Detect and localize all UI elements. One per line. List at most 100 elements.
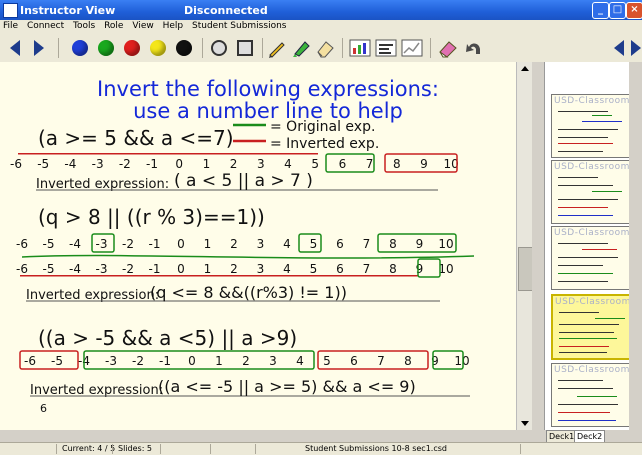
number-line-label: 10 [438, 237, 453, 251]
slide-thumbnail-2[interactable]: USD-Classroom [551, 160, 632, 224]
problem1-inverted-label: Inverted expression: [36, 177, 169, 192]
arrow-left-icon [10, 39, 20, 56]
pen-color-yellow[interactable] [148, 37, 168, 58]
number-line-label: 1 [215, 354, 223, 368]
highlighter-tool-button[interactable] [290, 37, 312, 58]
slide-graph-icon [401, 39, 423, 56]
number-line-label: 7 [363, 237, 371, 251]
menu-help[interactable]: Help [162, 21, 184, 31]
number-line-label: 0 [177, 262, 185, 276]
pen-color-green[interactable] [96, 37, 116, 58]
pen-width-thick-button[interactable] [234, 37, 256, 58]
number-line-label: 8 [389, 237, 397, 251]
text-slide-button[interactable] [374, 37, 398, 58]
status-bar: Current: 4 / 5 Slides: 5 Student Submiss… [0, 442, 642, 455]
number-line-label: 4 [296, 354, 304, 368]
pen-color-red[interactable] [122, 37, 142, 58]
problem3-red-box-b [317, 350, 429, 370]
problem1-green-box [325, 153, 375, 173]
number-line-label: 5 [311, 157, 319, 171]
slide-text-icon [375, 39, 397, 56]
pen-color-black[interactable] [174, 37, 194, 58]
number-line-label: 3 [269, 354, 277, 368]
pencil-icon [269, 41, 285, 58]
menu-file[interactable]: File [3, 21, 19, 31]
square-icon [237, 39, 253, 56]
window-title: Instructor View [20, 4, 116, 17]
thumbnail-logo: USD-Classroom [554, 365, 630, 375]
pen-color-blue[interactable] [70, 37, 90, 58]
slide-thumbnail-1[interactable]: USD-Classroom [551, 94, 632, 158]
prev-slide-button[interactable] [6, 37, 24, 58]
number-line-label: -6 [16, 262, 28, 276]
undo-button[interactable] [462, 37, 484, 58]
slide-canvas[interactable]: Invert the following expressions: use a … [0, 62, 516, 430]
erase-all-button[interactable] [436, 37, 460, 58]
slide-heading-line2: use a number line to help [133, 99, 403, 123]
slide-thumbnail-5[interactable]: USD-Classroom [551, 363, 632, 427]
close-button[interactable]: × [626, 2, 642, 19]
minimize-button[interactable]: _ [592, 2, 609, 19]
slide-thumbnail-4-selected[interactable]: USD-Classroom [551, 294, 634, 360]
number-line-label: -3 [105, 354, 117, 368]
number-line-label: 6 [336, 262, 344, 276]
deck-prev-button[interactable] [610, 37, 628, 58]
number-line-label: -3 [92, 157, 104, 171]
undo-icon [466, 42, 480, 54]
color-dot-icon [176, 39, 192, 56]
problem2-green-box-a [91, 233, 115, 253]
number-line-label: -1 [149, 237, 161, 251]
number-line-label: -2 [132, 354, 144, 368]
status-submissions-file: Student Submissions 10-8 sec1.csd [305, 444, 447, 453]
menu-connect[interactable]: Connect [26, 21, 65, 31]
number-line-label: 5 [310, 262, 318, 276]
eraser-tool-button[interactable] [314, 37, 336, 58]
app-icon [3, 3, 18, 18]
tab-deck2[interactable]: Deck2 [574, 430, 606, 443]
number-line-label: -1 [149, 262, 161, 276]
problem3-green-box-b [432, 350, 464, 370]
slide-view-button[interactable] [348, 37, 372, 58]
deck-next-button[interactable] [630, 37, 642, 58]
number-line-label: -1 [159, 354, 171, 368]
next-slide-button[interactable] [30, 37, 48, 58]
problem3-red-box-a [19, 350, 79, 370]
highlighter-icon [293, 40, 310, 57]
pen-width-thin-button[interactable] [208, 37, 230, 58]
number-line-label: 8 [393, 157, 401, 171]
menu-view[interactable]: View [132, 21, 154, 31]
number-line-label: -1 [146, 157, 158, 171]
color-dot-icon [72, 39, 88, 56]
menu-tools[interactable]: Tools [73, 21, 96, 31]
number-line-label: 2 [242, 354, 250, 368]
number-line-label: 10 [454, 354, 469, 368]
deck-scrollbar[interactable] [629, 62, 636, 430]
arrow-right-icon [631, 39, 641, 56]
status-current-slide: Current: 4 / 5 [62, 444, 116, 453]
scroll-up-icon[interactable] [521, 66, 529, 71]
problem1-red-box [384, 153, 458, 173]
maximize-button[interactable]: □ [609, 2, 626, 19]
slide-vertical-scrollbar[interactable] [516, 62, 534, 430]
slide-deck-panel: USD-Classroom USD-Classroom USD-Classroo… [544, 62, 636, 430]
number-line-label: 7 [377, 354, 385, 368]
circle-icon [211, 39, 227, 56]
scroll-down-icon[interactable] [521, 421, 529, 426]
problem2-green-box-b [298, 233, 322, 253]
number-line-label: -6 [10, 157, 22, 171]
menu-student-submissions[interactable]: Student Submissions [192, 21, 287, 31]
problem3-stray-note: 6 [40, 402, 47, 415]
menu-bar: File Connect Tools Role View Help Studen… [0, 20, 642, 34]
slide-thumbnail-3[interactable]: USD-Classroom [551, 226, 632, 290]
number-line-label: 0 [188, 354, 196, 368]
color-dot-icon [98, 39, 114, 56]
graph-slide-button[interactable] [400, 37, 424, 58]
number-line-label: -5 [37, 157, 49, 171]
menu-role[interactable]: Role [104, 21, 124, 31]
pen-tool-button[interactable] [266, 37, 288, 58]
number-line-label: -4 [64, 157, 76, 171]
problem1-expression: (a >= 5 && a <=7) [38, 126, 234, 150]
